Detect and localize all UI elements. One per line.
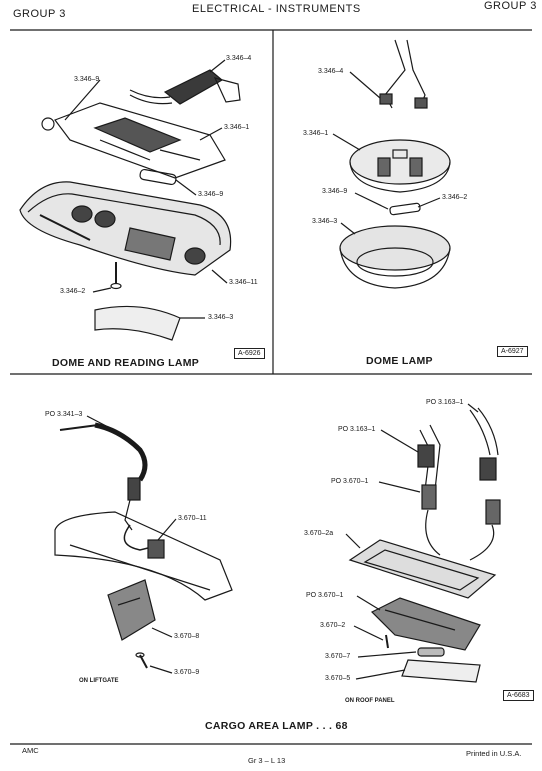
- figure-code: A-6927: [497, 346, 528, 357]
- callout-label: 3.346–9: [322, 188, 348, 195]
- figure-code: A-6926: [234, 348, 265, 359]
- liftgate-drawing: [54, 415, 233, 674]
- callout-label: PO 3.163–1: [426, 399, 464, 406]
- figure-caption-cargo: CARGO AREA LAMP . . . 68: [205, 720, 348, 732]
- callout-label: 3.346–11: [229, 279, 258, 286]
- sublabel-roof-panel: ON ROOF PANEL: [345, 698, 395, 704]
- footer-printed: Printed in U.S.A.: [466, 749, 522, 758]
- callout-label: 3.670–11: [178, 515, 207, 522]
- callout-label: 3.346–3: [312, 218, 338, 225]
- callout-label: 3.346–9: [198, 191, 224, 198]
- figure-caption-dome-reading: DOME AND READING LAMP: [52, 357, 200, 369]
- sublabel-liftgate: ON LIFTGATE: [79, 678, 119, 684]
- callout-label: 3.346–2: [442, 194, 468, 201]
- callout-label: PO 3.341–3: [45, 411, 83, 418]
- header-group-left: GROUP 3: [13, 8, 66, 20]
- roof-panel-drawing: [345, 403, 501, 683]
- header-group-right: GROUP 3: [484, 0, 537, 12]
- callout-label: PO 3.670–1: [331, 478, 369, 485]
- callout-label: PO 3.670–1: [306, 592, 344, 599]
- callout-label: 3.670–8: [174, 633, 200, 640]
- callout-label: 3.346–4: [226, 55, 252, 62]
- callout-label: 3.346–3: [208, 314, 234, 321]
- callout-label: 3.346–1: [224, 124, 250, 131]
- header-title: ELECTRICAL - INSTRUMENTS: [192, 3, 361, 15]
- callout-label: 3.346–9: [74, 76, 100, 83]
- callout-label: 3.670–9: [174, 669, 200, 676]
- callout-label: 3.670–5: [325, 675, 351, 682]
- footer-brand: AMC: [22, 746, 39, 755]
- callout-label: 3.346–4: [318, 68, 344, 75]
- callout-label: 3.346–2: [60, 288, 86, 295]
- figure-code: A-6683: [503, 690, 534, 701]
- dome-lamp-drawing: [332, 39, 451, 289]
- callout-label: 3.670–7: [325, 653, 351, 660]
- callout-label: 3.670–2a: [304, 530, 334, 537]
- callout-label: 3.670–2: [320, 622, 346, 629]
- footer-page-ref: Gr 3 – L 13: [248, 756, 286, 765]
- dome-reading-lamp-drawing: [19, 59, 241, 341]
- callout-label: PO 3.163–1: [338, 426, 376, 433]
- callout-label: 3.346–1: [303, 130, 329, 137]
- figure-caption-dome: DOME LAMP: [366, 355, 433, 367]
